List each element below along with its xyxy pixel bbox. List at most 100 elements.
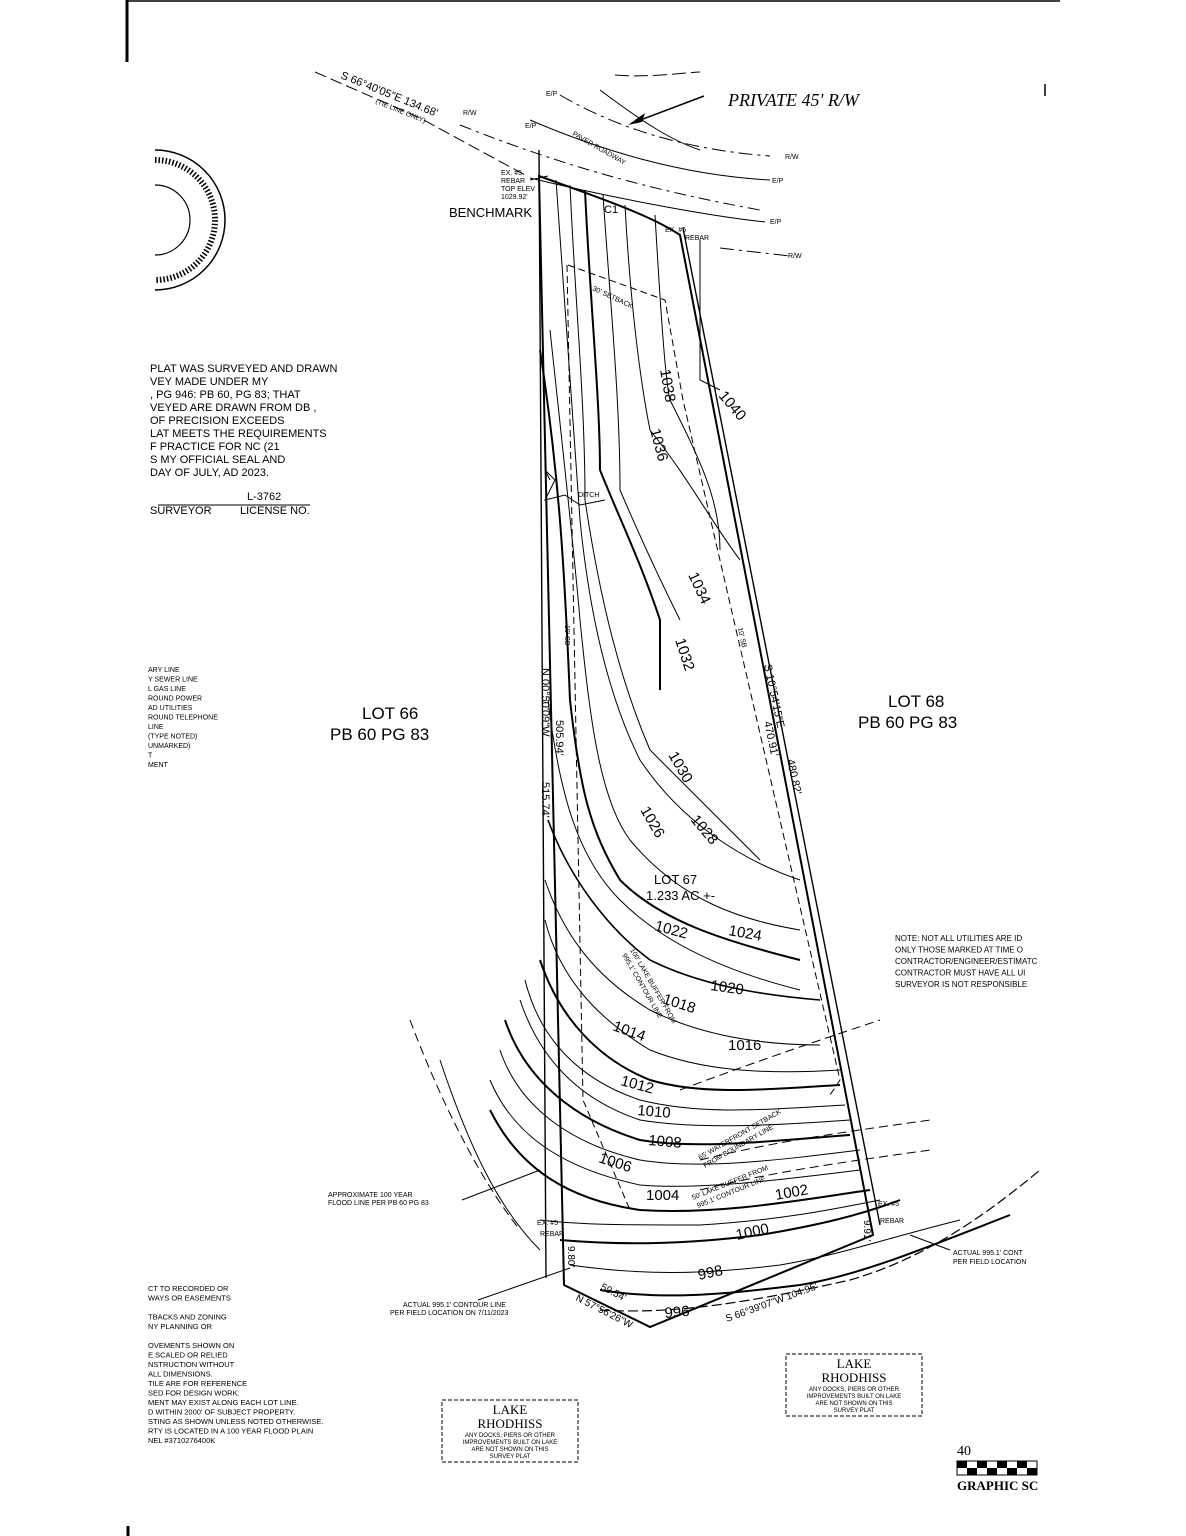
svg-text:1029.92': 1029.92' <box>501 194 528 201</box>
svg-text:REBAR: REBAR <box>685 235 709 242</box>
svg-text:65' WATERFRONT SETBACK: 65' WATERFRONT SETBACK <box>698 1108 783 1161</box>
general-note-line-9: ALL DIMENSIONS. <box>148 1370 213 1379</box>
svg-text:PER FIELD LOCATION ON 7/11/202: PER FIELD LOCATION ON 7/11/2023 <box>390 1310 509 1317</box>
general-note-line-7: E SCALED OR RELIED <box>148 1351 228 1360</box>
legend-item-2: L GAS LINE <box>148 686 186 693</box>
svg-text:RHODHISS: RHODHISS <box>477 1416 542 1431</box>
flood-line-note: APPROXIMATE 100 YEAR FLOOD LINE PER PB 6… <box>328 1169 541 1207</box>
ditch-label: DITCH <box>578 492 599 499</box>
sw-corner-pin: EX. #5 REBAR <box>537 1220 564 1238</box>
ep-label-4: E/P <box>770 219 782 226</box>
contour-label-1016: 1016 <box>728 1037 761 1054</box>
legend-item-9: T <box>148 753 153 760</box>
svg-text:LAKE: LAKE <box>493 1402 528 1417</box>
private-row-label: PRIVATE 45' R/W <box>727 90 861 110</box>
legend-item-10: MENT <box>148 762 169 769</box>
lot-68-label: LOT 68 PB 60 PG 83 <box>858 692 957 732</box>
west-line-bearing: N 00°50'09"W <box>539 668 551 737</box>
svg-text:REBAR: REBAR <box>501 178 525 185</box>
svg-text:SURVEY PLAT: SURVEY PLAT <box>490 1454 531 1460</box>
svg-text:TOP ELEV: TOP ELEV <box>501 186 535 193</box>
svg-text:SURVEYOR: SURVEYOR <box>150 505 212 517</box>
utility-note-line-3: CONTRACTOR MUST HAVE ALL UI <box>895 969 1025 978</box>
contour-label-1028: 1028 <box>687 812 721 848</box>
tie-line-bearing: S 66°40'05"E 134.68' <box>339 70 440 120</box>
ep-label-3: E/P <box>772 178 784 185</box>
buffer-50-label: 50' LAKE BUFFER FROM 995.1' CONTOUR LINE <box>691 1165 769 1210</box>
contour-label-1036: 1036 <box>646 427 671 464</box>
certification-line-6: F PRACTICE FOR NC (21 <box>150 441 280 453</box>
contour-label-1010: 1010 <box>637 1102 672 1122</box>
svg-text:L-3762: L-3762 <box>247 491 281 503</box>
contour-label-996: 996 <box>664 1303 690 1322</box>
svg-text:BENCHMARK: BENCHMARK <box>449 205 532 220</box>
contour-label-1006: 1006 <box>597 1150 634 1176</box>
svg-text:EX. #5: EX. #5 <box>537 1220 558 1227</box>
legend-item-7: (TYPE NOTED) <box>148 734 197 741</box>
rw-label-1: R/W <box>463 110 477 117</box>
certification-line-4: OF PRECISION EXCEEDS <box>150 415 284 427</box>
contour-label-1038: 1038 <box>656 368 679 404</box>
general-note-line-10: TILE ARE FOR REFERENCE <box>148 1379 247 1388</box>
general-note-line-15: RTY IS LOCATED IN A 100 YEAR FLOOD PLAIN <box>148 1427 313 1436</box>
legend-item-0: ARY LINE <box>148 667 180 674</box>
road-right-of-way <box>314 71 791 257</box>
general-note-line-0: CT TO RECORDED OR <box>148 1284 229 1293</box>
svg-text:REBAR: REBAR <box>540 1231 564 1238</box>
west-line-inner-distance: 505.94' <box>553 720 565 756</box>
utility-note-line-2: CONTRACTOR/ENGINEER/ESTIMATC <box>895 957 1038 966</box>
legend-item-4: AD UTILITIES <box>148 705 193 712</box>
certification-line-1: VEY MADE UNDER MY <box>150 376 269 388</box>
general-note-line-13: D WITHIN 2000' OF SUBJECT PROPERTY. <box>148 1408 295 1417</box>
svg-text:LOT 68: LOT 68 <box>888 692 944 711</box>
east-line-bearing: S 10°54'15"E <box>761 663 786 729</box>
setback-30-label: 30' SETBACK <box>591 285 634 310</box>
svg-text:LOT 66: LOT 66 <box>362 704 418 723</box>
svg-text:ACTUAL 995.1' CONT: ACTUAL 995.1' CONT <box>953 1250 1024 1257</box>
contour-label-1004: 1004 <box>646 1187 679 1204</box>
contour-label-1000: 1000 <box>734 1220 770 1244</box>
contour-label-998: 998 <box>696 1262 724 1284</box>
lake-label-left: LAKE RHODHISS ANY DOCKS, PIERS OR OTHER … <box>441 1399 579 1463</box>
legend-item-6: LINE <box>148 724 164 731</box>
se-short-distance: 9.91' <box>861 1220 872 1241</box>
svg-text:APPROXIMATE 100 YEAR: APPROXIMATE 100 YEAR <box>328 1192 413 1199</box>
svg-text:ANY DOCKS, PIERS OR OTHER: ANY DOCKS, PIERS OR OTHER <box>809 1387 900 1393</box>
sb10-west: 10' SB <box>563 625 570 646</box>
legend-item-5: ROUND TELEPHONE <box>148 715 218 722</box>
general-note-line-3: TBACKS AND ZONING <box>148 1313 227 1322</box>
general-note-line-12: MENT MAY EXIST ALONG EACH LOT LINE. <box>148 1398 299 1407</box>
legend-item-1: Y SEWER LINE <box>148 677 198 684</box>
general-note-line-4: NY PLANNING OR <box>148 1322 213 1331</box>
general-note-line-14: STING AS SHOWN UNLESS NOTED OTHERWISE. <box>148 1417 323 1426</box>
lot-67-label: LOT 67 1.233 AC +- <box>646 872 715 903</box>
sw-line-bearing: N 57°56'26"W <box>574 1293 635 1331</box>
svg-text:LICENSE NO.: LICENSE NO. <box>240 505 310 517</box>
svg-text:LOT 67: LOT 67 <box>654 872 697 887</box>
contour-label-1020: 1020 <box>709 977 744 998</box>
svg-text:1.233 AC +-: 1.233 AC +- <box>646 888 715 903</box>
contour-lines <box>409 179 1041 1312</box>
svg-text:LAKE: LAKE <box>837 1356 872 1371</box>
benchmark: EX. #5 REBAR TOP ELEV 1029.92' BENCHMARK <box>449 170 535 220</box>
svg-text:ARE NOT SHOWN ON THIS: ARE NOT SHOWN ON THIS <box>471 1447 548 1453</box>
ep-label-2: E/P <box>525 123 537 130</box>
ne-corner-pin: EX. #5 REBAR <box>665 227 709 242</box>
certification-line-2: , PG 946: PB 60, PG 83; THAT <box>150 389 301 401</box>
sw-short-distance: 9.80' <box>565 1246 576 1267</box>
svg-text:PB 60 PG 83: PB 60 PG 83 <box>858 713 957 732</box>
svg-text:EX. #5: EX. #5 <box>878 1201 899 1208</box>
contour-label-1002: 1002 <box>774 1181 810 1204</box>
rw-label-3: R/W <box>788 253 802 260</box>
general-note-line-1: WAYS OR EASEMENTS <box>148 1294 231 1303</box>
actual-contour-note-left: ACTUAL 995.1' CONTOUR LINE PER FIELD LOC… <box>390 1267 571 1317</box>
paved-roadway-label: PAVED ROADWAY <box>571 131 627 167</box>
utility-note-line-0: NOTE: NOT ALL UTILITIES ARE ID <box>895 934 1022 943</box>
lake-label-right: LAKE RHODHISS ANY DOCKS, PIERS OR OTHER … <box>785 1353 923 1417</box>
contour-label-1030: 1030 <box>665 749 696 786</box>
certification-line-5: LAT MEETS THE REQUIREMENTS <box>150 428 327 440</box>
general-note-line-16: NEL #3710276400K <box>148 1436 215 1445</box>
certification-line-8: DAY OF JULY, AD 2023. <box>150 467 269 479</box>
